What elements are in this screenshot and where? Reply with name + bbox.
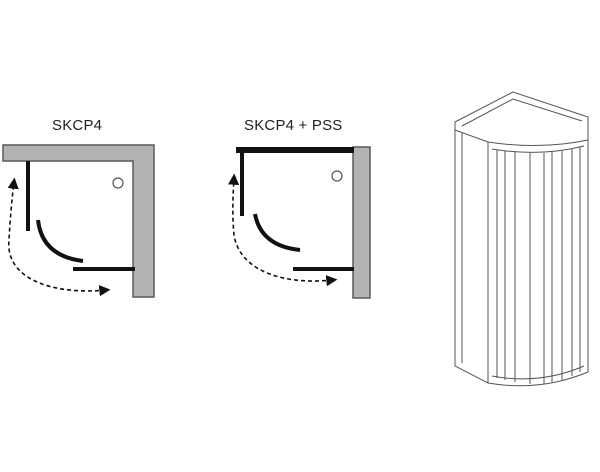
drain-icon xyxy=(112,177,124,189)
enclosure-top-inner xyxy=(461,98,583,127)
door-fixed-bottom-panel xyxy=(73,267,135,271)
door-fixed-left-panel xyxy=(26,161,30,231)
enclosure-top-curve-inner xyxy=(491,145,585,153)
variant-b-label: SKCP4 + PSS xyxy=(244,117,343,134)
enclosure-3d-view xyxy=(454,91,589,387)
variant-b-plan xyxy=(228,146,371,299)
wall-right xyxy=(352,146,371,299)
pss-fixed-top-panel xyxy=(236,147,354,153)
door-opening-arrow xyxy=(228,173,338,287)
enclosure-left-side xyxy=(454,130,489,384)
variant-a-label: SKCP4 xyxy=(52,117,103,134)
door-curved-slider xyxy=(253,213,301,252)
enclosure-bottom-curve xyxy=(487,371,589,387)
variant-a-plan xyxy=(2,144,155,298)
door-curved-slider xyxy=(36,219,84,263)
door-fixed-left-panel xyxy=(240,153,244,216)
enclosure-bottom-curve-inner xyxy=(491,365,585,380)
door-opening-arrow xyxy=(7,177,111,297)
wall-corner xyxy=(2,144,155,298)
drain-icon xyxy=(331,170,343,182)
door-fixed-bottom-panel xyxy=(293,267,354,271)
